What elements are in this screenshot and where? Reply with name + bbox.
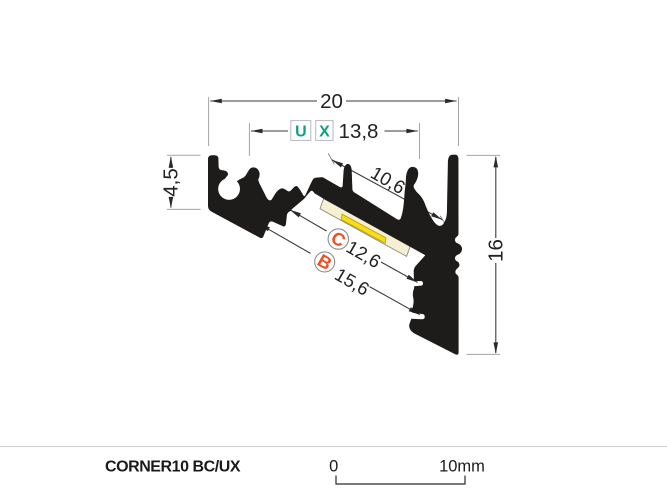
svg-text:4,5: 4,5 [159, 168, 182, 197]
svg-text:U: U [295, 123, 307, 140]
svg-text:X: X [319, 123, 330, 140]
svg-text:CORNER10 BC/UX: CORNER10 BC/UX [105, 459, 241, 476]
svg-text:10mm: 10mm [439, 458, 485, 476]
svg-text:20: 20 [320, 90, 343, 113]
svg-text:13,8: 13,8 [339, 120, 379, 143]
svg-text:0: 0 [329, 458, 338, 476]
svg-text:16: 16 [484, 239, 507, 262]
